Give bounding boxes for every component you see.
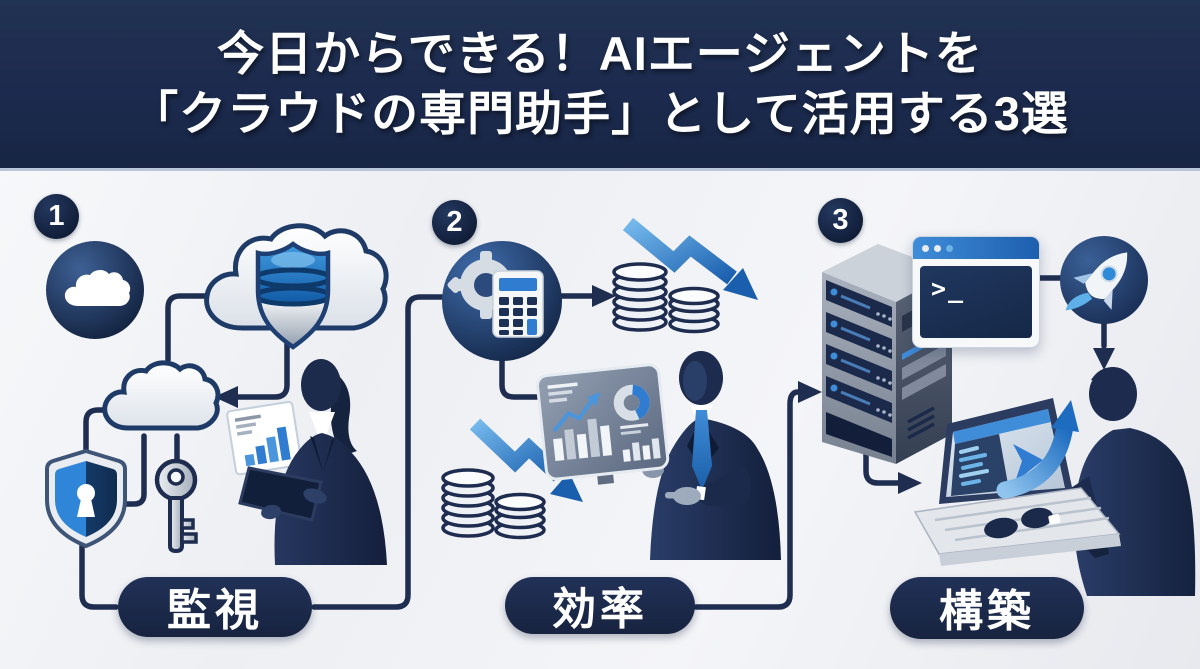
title-line-1: 今日からできる！AIエージェントを xyxy=(217,26,983,80)
coin-stack-icon xyxy=(612,262,720,334)
step-1-label-pill: 監視 xyxy=(118,577,312,637)
step-1-number: 1 xyxy=(48,200,65,232)
step-3-number: 3 xyxy=(832,204,849,236)
cloud-shield-database-icon xyxy=(204,223,389,350)
window-dot-icon xyxy=(922,244,929,252)
businessman-pointing-figure xyxy=(642,351,781,560)
title-line-2: 「クラウドの専門助手」として活用する3選 xyxy=(131,87,1069,140)
terminal-prompt: >_ xyxy=(920,266,1032,338)
analytics-dashboard-icon xyxy=(535,363,670,485)
security-shield-icon xyxy=(45,448,127,549)
window-dot-icon xyxy=(946,244,953,252)
laptop-code-icon xyxy=(913,398,1121,566)
coin-stack-icon xyxy=(441,468,546,540)
step-2-badge: 2 xyxy=(432,200,477,245)
window-dot-icon xyxy=(934,244,941,252)
cloud-icon xyxy=(46,241,144,339)
step-1-badge: 1 xyxy=(34,194,79,239)
terminal-window: >_ xyxy=(912,236,1040,348)
terminal-title-bar xyxy=(913,237,1039,259)
gear-calculator-icon xyxy=(442,241,562,361)
step-1-label: 監視 xyxy=(167,586,263,635)
step-2-label-pill: 効率 xyxy=(505,577,695,634)
businesswoman-tablet-figure xyxy=(226,359,387,565)
title-banner: 今日からできる！AIエージェントを 「クラウドの専門助手」として活用する3選 xyxy=(0,0,1200,171)
declining-arrow-icon xyxy=(622,217,758,300)
rocket-icon xyxy=(1060,236,1148,324)
step-3-label-pill: 構築 xyxy=(890,577,1084,639)
bar-chart-document-icon xyxy=(226,400,303,476)
cloud-outline-icon xyxy=(102,360,221,431)
calculator-icon xyxy=(492,270,544,338)
key-icon xyxy=(154,458,198,554)
step-3-label: 構築 xyxy=(939,587,1035,636)
step-2-number: 2 xyxy=(446,206,463,238)
step-2-label: 効率 xyxy=(552,584,648,634)
step-3-badge: 3 xyxy=(818,198,863,243)
